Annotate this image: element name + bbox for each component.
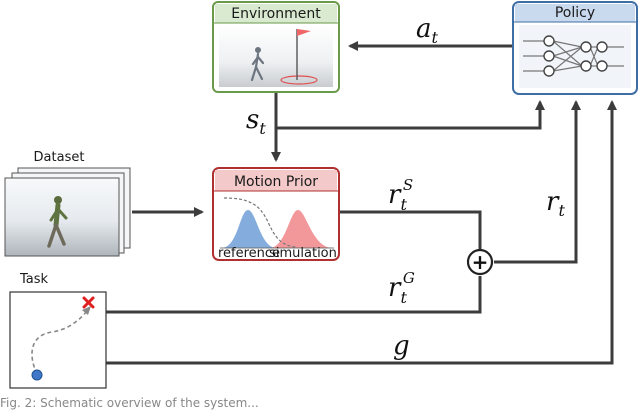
state-label: st: [246, 105, 266, 138]
state-to-policy-arrow: [276, 100, 545, 130]
character-icon: [250, 47, 265, 82]
environment-scene: [219, 25, 333, 87]
goal-x-icon: [82, 296, 95, 309]
reference-distribution: [222, 210, 276, 248]
task-path: [31, 310, 88, 375]
dataset-stack: Dataset: [4, 150, 131, 257]
dataset-title: Dataset: [34, 150, 85, 165]
sum-node: +: [466, 248, 494, 276]
discriminator-curve: [223, 197, 297, 248]
dataset-frame: [4, 177, 120, 257]
task-box: Task: [9, 272, 107, 389]
flag-icon: [296, 29, 311, 80]
mocap-character-icon: [47, 196, 68, 248]
goal-arrow: [106, 100, 617, 365]
figure-caption: Fig. 2: Schematic overview of the system…: [0, 396, 259, 410]
environment-box: Environment: [212, 1, 340, 93]
policy-title: Policy: [555, 5, 595, 21]
simulation-distribution: [270, 210, 332, 248]
environment-title: Environment: [231, 6, 321, 22]
total-reward-arrow: [494, 100, 581, 264]
motion-prior-title: Motion Prior: [234, 174, 318, 190]
style-reward-line: [340, 210, 482, 249]
task-reward-label: rtG: [388, 269, 415, 307]
action-label: at: [416, 14, 439, 47]
task-reward-line: [106, 276, 482, 314]
agent-position-icon: [31, 369, 43, 381]
goal-label: g: [393, 331, 410, 361]
total-reward-label: rt: [546, 187, 565, 220]
motion-prior-box: Motion Prior reference simulation: [212, 167, 340, 261]
task-title: Task: [19, 272, 49, 287]
style-reward-label: rtS: [388, 176, 413, 214]
policy-box: Policy: [512, 1, 638, 95]
simulation-label: simulation: [269, 246, 337, 261]
reference-label: reference: [218, 246, 280, 261]
connectors: [106, 41, 617, 365]
target-ring-icon: [280, 75, 318, 85]
neural-network-icon: [523, 35, 624, 77]
sum-symbol: +: [472, 250, 489, 274]
